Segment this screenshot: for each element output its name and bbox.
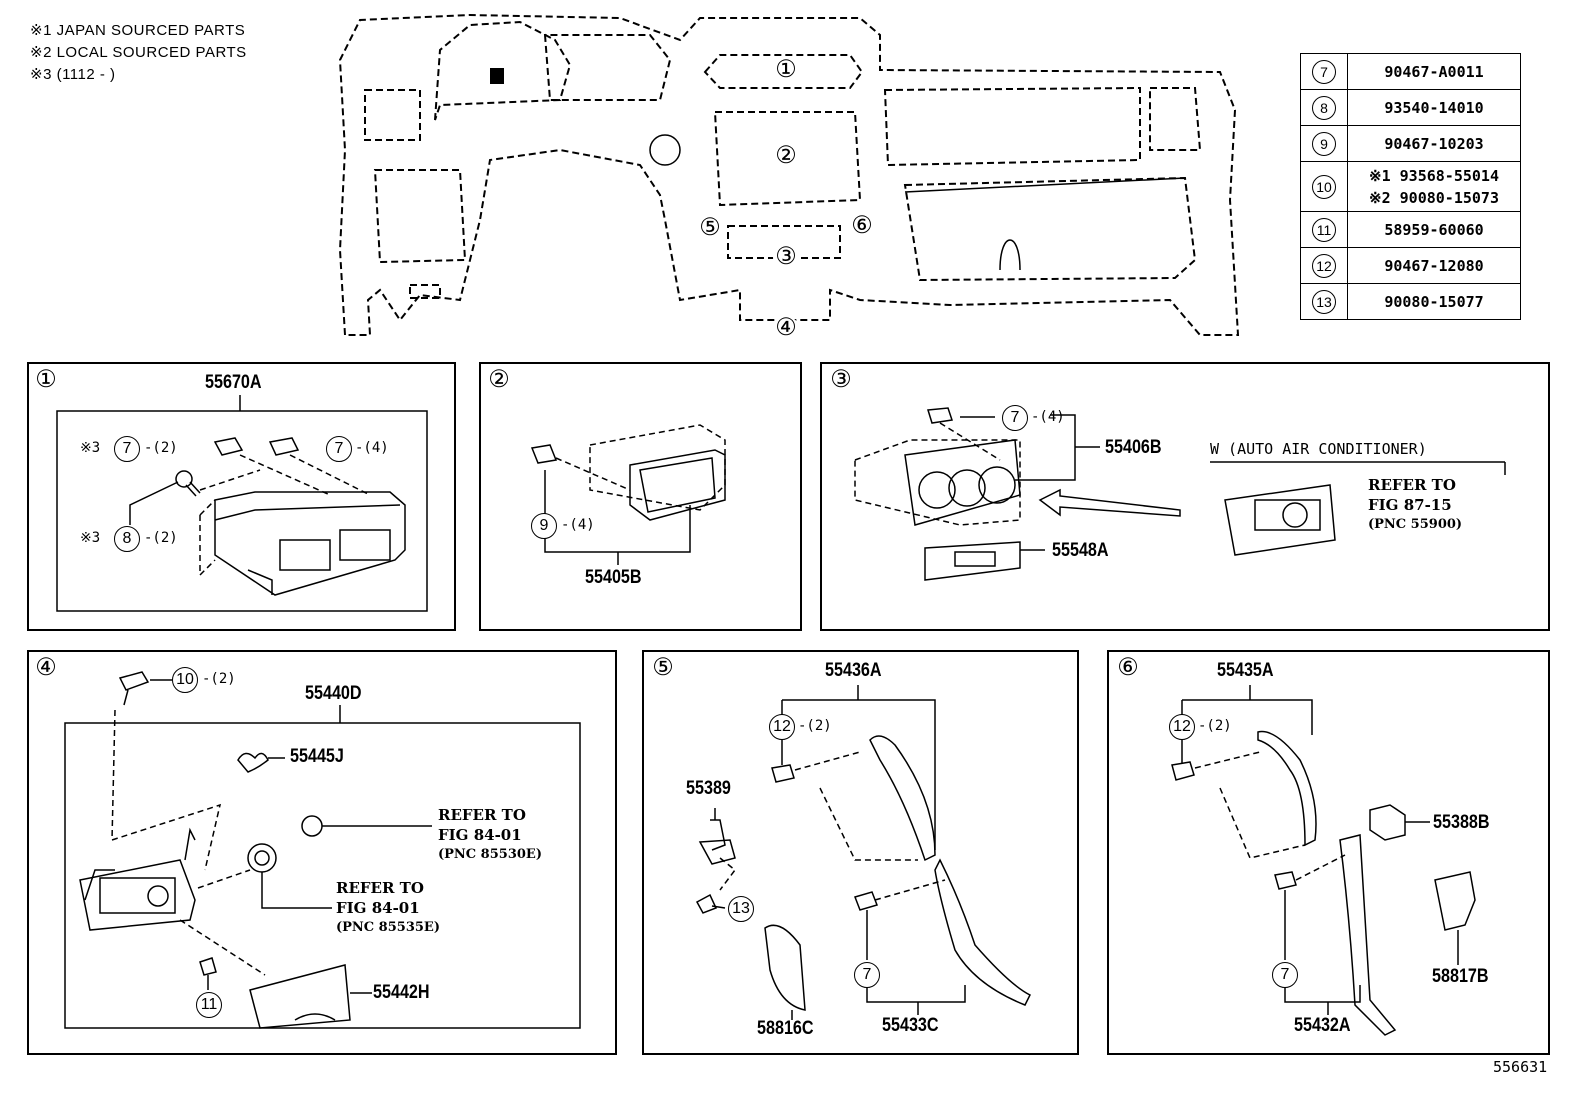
fig-ref: FIG 84-01 — [336, 899, 420, 917]
note-date-range: ※3 (1112 - ) — [30, 66, 116, 83]
overview-marker-1: ① — [773, 58, 799, 84]
callout-11: 11 — [196, 992, 222, 1018]
ref-number: 7 — [1312, 59, 1336, 84]
panel-2-number: ② — [486, 368, 512, 394]
part-55405B: 55405B — [585, 567, 642, 588]
table-row: 7 90467-A0011 — [1300, 53, 1521, 90]
part-55406B: 55406B — [1105, 437, 1162, 458]
fig-ref: FIG 84-01 — [438, 826, 522, 844]
ref-number: 9 — [1312, 131, 1336, 156]
panel-6-number: ⑥ — [1115, 656, 1141, 682]
pnc-ref: (PNC 55900) — [1368, 517, 1463, 532]
callout-7-qty: -(4) — [1031, 409, 1065, 425]
callout-10-qty: -(2) — [202, 671, 236, 687]
note-japan-sourced: ※1 JAPAN SOURCED PARTS — [30, 22, 246, 39]
part-55432A: 55432A — [1294, 1015, 1351, 1036]
variant-auto-air-conditioner: W (AUTO AIR CONDITIONER) — [1210, 440, 1427, 458]
part-55670A: 55670A — [205, 372, 262, 393]
parts-table: 7 90467-A0011 8 93540-14010 9 90467-1020… — [1300, 53, 1521, 320]
callout-9: 9 — [531, 513, 557, 539]
ref-number: 13 — [1312, 289, 1336, 314]
part-number: 90080-15077 — [1347, 283, 1521, 320]
ref-number: 12 — [1312, 253, 1336, 278]
ref-number: 8 — [1312, 95, 1336, 120]
panel-5 — [642, 650, 1079, 1055]
callout-7: 7 — [114, 436, 140, 462]
callout-7b-qty: -(4) — [355, 440, 389, 456]
callout-8: 8 — [114, 526, 140, 552]
table-row: 10 ※1 93568-55014 ※2 90080-15073 — [1300, 161, 1521, 212]
ref-number: 11 — [1312, 217, 1336, 242]
callout-10: 10 — [172, 667, 198, 693]
callout-12: 12 — [769, 714, 795, 740]
overview-marker-6: ⑥ — [849, 214, 875, 240]
panel-3 — [820, 362, 1550, 631]
callout-12-qty: -(2) — [1198, 718, 1232, 734]
part-58817B: 58817B — [1432, 966, 1489, 987]
part-number: 90467-A0011 — [1347, 53, 1521, 90]
part-55388B: 55388B — [1433, 812, 1490, 833]
callout-12: 12 — [1169, 714, 1195, 740]
part-55433C: 55433C — [882, 1015, 939, 1036]
panel-1 — [27, 362, 456, 631]
overview-marker-4: ④ — [773, 316, 799, 342]
part-55440D: 55440D — [305, 683, 362, 704]
table-row: 13 90080-15077 — [1300, 283, 1521, 320]
part-55436A: 55436A — [825, 660, 882, 681]
refer-to: REFER TO — [336, 879, 424, 897]
panel-1-number: ① — [33, 368, 59, 394]
refer-note-55900: REFER TO FIG 87-15 (PNC 55900) — [1368, 475, 1462, 535]
part-58816C: 58816C — [757, 1018, 814, 1039]
figure-id: 556631 — [1493, 1058, 1548, 1076]
panel-5-number: ⑤ — [650, 656, 676, 682]
part-55442H: 55442H — [373, 982, 430, 1003]
callout-7-qty: -(2) — [144, 440, 178, 456]
part-55445J: 55445J — [290, 746, 344, 767]
panel-4 — [27, 650, 617, 1055]
pnc-ref: (PNC 85535E) — [336, 920, 440, 935]
refer-note-85535E: REFER TO FIG 84-01 (PNC 85535E) — [336, 878, 440, 938]
panel-3-number: ③ — [828, 368, 854, 394]
note-3-marker-b: ※3 — [80, 530, 101, 546]
callout-8-qty: -(2) — [144, 530, 178, 546]
table-row: 12 90467-12080 — [1300, 247, 1521, 284]
refer-note-85530E: REFER TO FIG 84-01 (PNC 85530E) — [438, 805, 542, 865]
note-local-sourced: ※2 LOCAL SOURCED PARTS — [30, 44, 247, 61]
ref-number: 10 — [1312, 174, 1336, 199]
refer-to: REFER TO — [438, 806, 526, 824]
notes: ※1 JAPAN SOURCED PARTS ※2 LOCAL SOURCED … — [30, 20, 247, 86]
overview-marker-3: ③ — [773, 245, 799, 271]
refer-to: REFER TO — [1368, 476, 1456, 494]
overview-marker-5: ⑤ — [697, 216, 723, 242]
part-55548A: 55548A — [1052, 540, 1109, 561]
callout-13: 13 — [728, 896, 754, 922]
part-55389: 55389 — [686, 778, 731, 799]
part-number: 90467-12080 — [1347, 247, 1521, 284]
fig-ref: FIG 87-15 — [1368, 496, 1452, 514]
panel-2 — [479, 362, 802, 631]
overview-marker-2: ② — [773, 144, 799, 170]
callout-7: 7 — [1272, 962, 1298, 988]
part-55435A: 55435A — [1217, 660, 1274, 681]
part-number: 90467-10203 — [1347, 125, 1521, 162]
pnc-ref: (PNC 85530E) — [438, 847, 542, 862]
note-3-marker: ※3 — [80, 440, 101, 456]
part-number: ※2 90080-15073 — [1369, 188, 1499, 207]
callout-7: 7 — [854, 962, 880, 988]
callout-12-qty: -(2) — [798, 718, 832, 734]
callout-9-qty: -(4) — [561, 517, 595, 533]
callout-7b: 7 — [326, 436, 352, 462]
callout-7: 7 — [1002, 405, 1028, 431]
panel-4-number: ④ — [33, 656, 59, 682]
panel-6 — [1107, 650, 1550, 1055]
part-number: ※1 93568-55014 — [1369, 166, 1499, 185]
